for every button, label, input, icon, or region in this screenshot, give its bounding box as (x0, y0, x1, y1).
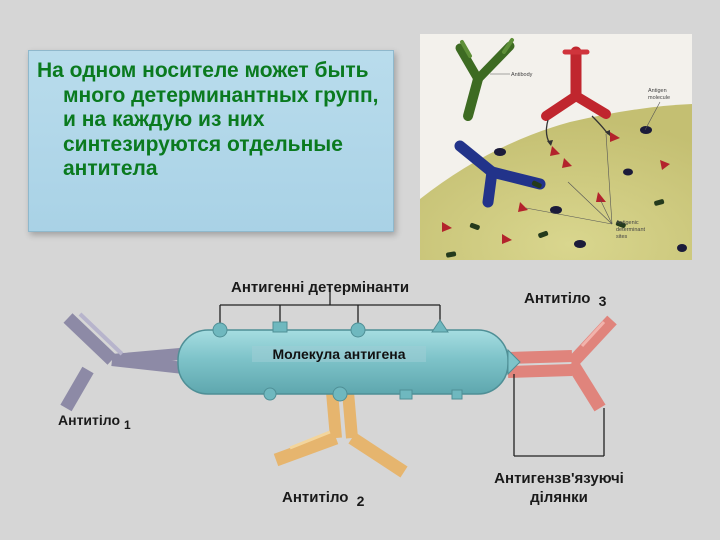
determinants-bracket (219, 292, 441, 328)
antibody-3-icon (507, 315, 617, 412)
determinants-label: Антигенні детермінанти (231, 279, 410, 296)
binding-sites-label-line-1: Антигензв'язуючі (494, 470, 624, 487)
antibody-2-icon (273, 391, 408, 478)
antibody-3-number: 3 (598, 293, 607, 309)
molecule-label: Молекула антигена (252, 346, 426, 362)
binding-sites-label-line-2: ділянки (530, 489, 588, 506)
label-antibody: Antibody (511, 72, 533, 78)
antibody-1-icon (60, 312, 185, 412)
antibody-3-label: Антитіло 3 (524, 290, 606, 309)
antibody-1-number: 1 (123, 418, 131, 432)
antibody-2-number: 2 (356, 493, 365, 509)
label-sites-3: sites (616, 234, 628, 240)
binding-sites-label: Антигензв'язуючі ділянки (474, 469, 644, 507)
illustration-svg: Antibody (420, 34, 692, 260)
antibody-1-text: Антитіло (58, 412, 121, 428)
antibody-2-label: Антитіло 2 (282, 489, 364, 509)
binding-sites-bracket (513, 374, 605, 457)
antibody-1-label: Антитіло 1 (58, 412, 131, 432)
label-sites-1: Antigenic (616, 220, 639, 226)
text-box-content: На одном носителе может быть много детер… (37, 59, 379, 180)
cell-surface (420, 104, 692, 260)
blue-antibody-icon (454, 140, 546, 208)
antibody-2-text: Антитіло (282, 489, 349, 506)
label-antigen-molecule-2: molecule (648, 95, 670, 101)
antibody-3-text: Антитіло (524, 290, 591, 307)
label-sites-2: determinant (616, 227, 646, 233)
antibody-antigen-illustration: Antibody (420, 34, 692, 260)
green-antibody-icon (455, 38, 515, 121)
red-antibody-icon (541, 46, 611, 121)
label-antigen-molecule-1: Antigen (648, 88, 667, 94)
antigen-determinants (442, 126, 687, 258)
text-box: На одном носителе может быть много детер… (28, 50, 394, 232)
